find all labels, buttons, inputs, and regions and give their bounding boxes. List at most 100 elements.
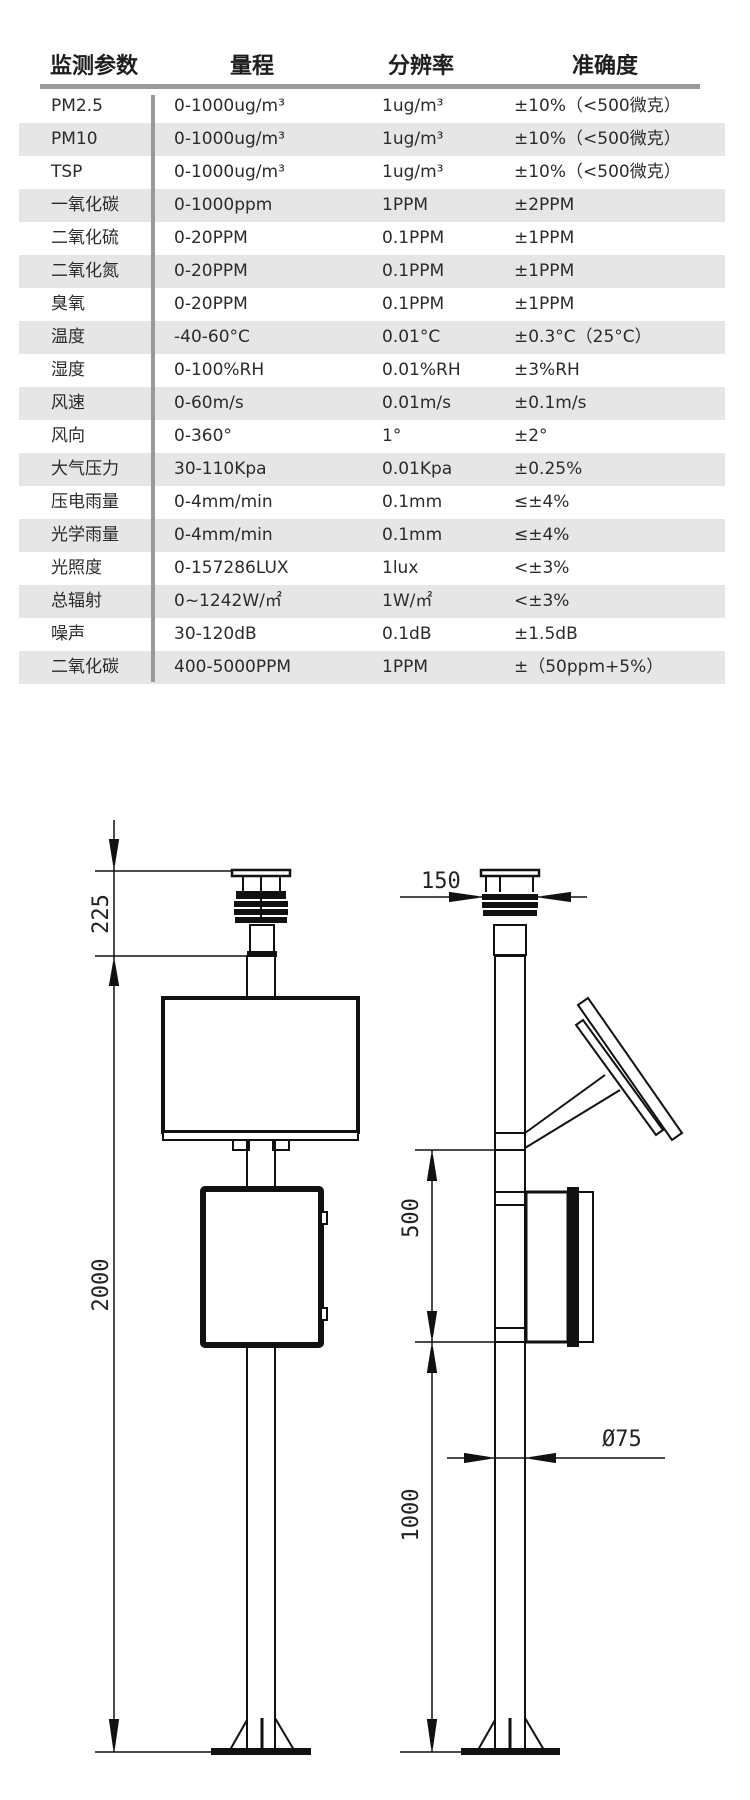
header-parameter: 监测参数 [50,54,139,79]
row-range: 0-1000ug/m³ [174,96,285,116]
row-resolution: 0.1PPM [382,294,445,314]
row-resolution: 1lux [382,558,419,578]
mount-bracket [494,1191,526,1206]
control-box-front [200,1186,324,1348]
arrow-icon [426,1154,438,1181]
arrow-icon [541,891,571,903]
header-resolution: 分辨率 [388,54,455,79]
row-parameter: TSP [51,162,83,182]
dim-label-150: 150 [421,869,461,894]
row-parameter: 湿度 [51,360,85,380]
row-range: 0-60m/s [174,393,244,413]
dim-label-225: 225 [89,894,114,934]
row-resolution: 0.01°C [382,327,441,347]
row-parameter: PM10 [51,129,98,149]
row-parameter: 风向 [51,426,85,446]
dim-label-2000: 2000 [89,1259,114,1312]
row-accuracy: ±2PPM [514,195,575,215]
row-resolution: 0.1mm [382,492,443,512]
row-resolution: 1° [382,426,402,446]
arrow-icon [464,1452,491,1464]
row-range: 0-20PPM [174,261,248,281]
dim-label-500: 500 [399,1198,424,1238]
row-range: 0-360° [174,426,232,446]
row-range: 0-1000ug/m³ [174,129,285,149]
row-accuracy: ±3%RH [514,360,580,380]
row-parameter: 臭氧 [51,294,85,314]
hinge-icon [320,1211,328,1225]
arrow-icon [426,1719,438,1749]
row-accuracy: ±0.25% [514,459,583,479]
row-range: 0-1000ppm [174,195,273,215]
row-range: 0-4mm/min [174,525,273,545]
row-accuracy: ±2° [514,426,548,446]
table-row: 二氧化氮 0-20PPM 0.1PPM ±1PPM [19,255,725,288]
row-range: 30-110Kpa [174,459,267,479]
row-parameter: 总辐射 [51,591,102,611]
table-row: 风向 0-360° 1° ±2° [19,420,725,453]
row-parameter: 二氧化氮 [51,261,119,281]
header-range: 量程 [230,54,275,79]
row-accuracy: <±3% [514,558,570,578]
table-row: 臭氧 0-20PPM 0.1PPM ±1PPM [19,288,725,321]
row-accuracy: ±10%（<500微克） [514,162,681,182]
arrow-icon [426,1311,438,1338]
row-accuracy: ±1PPM [514,294,575,314]
row-range: 0-157286LUX [174,558,289,578]
row-parameter: 噪声 [51,624,85,644]
row-resolution: 0.1PPM [382,228,445,248]
arrow-icon [108,1719,120,1749]
row-parameter: 大气压力 [51,459,119,479]
row-parameter: 二氧化碳 [51,657,119,677]
row-parameter: 温度 [51,327,85,347]
arrow-icon [108,839,120,866]
mount-bracket [232,1139,290,1151]
row-resolution: 0.1PPM [382,261,445,281]
mount-bracket [494,1327,526,1343]
row-range: 0-1000ug/m³ [174,162,285,182]
control-box-side [524,1187,594,1347]
table-header: 监测参数 量程 分辨率 准确度 [0,48,750,82]
row-resolution: 1W/㎡ [382,591,433,611]
dim-label-1000: 1000 [399,1489,424,1542]
table-row: TSP 0-1000ug/m³ 1ug/m³ ±10%（<500微克） [19,156,725,189]
row-parameter: 二氧化硫 [51,228,119,248]
row-resolution: 0.1dB [382,624,432,644]
row-parameter: 压电雨量 [51,492,119,512]
row-resolution: 1PPM [382,195,428,215]
row-accuracy: ±10%（<500微克） [514,129,681,149]
pole-base [211,1717,311,1755]
weather-sensor [479,868,541,956]
row-resolution: 0.01m/s [382,393,451,413]
row-resolution: 1ug/m³ [382,129,444,149]
side-view: 150 500 1000 Ø75 [399,868,684,1755]
column-divider [151,95,155,682]
row-resolution: 1ug/m³ [382,96,444,116]
row-range: 0-20PPM [174,294,248,314]
row-parameter: 一氧化碳 [51,195,119,215]
row-accuracy: ±（50ppm+5%） [514,657,664,677]
row-accuracy: ±1PPM [514,261,575,281]
arrow-icon [108,961,120,986]
row-resolution: 1ug/m³ [382,162,444,182]
row-accuracy: <±3% [514,591,570,611]
row-accuracy: ±1PPM [514,228,575,248]
dim-label-diameter: Ø75 [602,1427,642,1452]
mount-bracket [494,1132,526,1151]
row-resolution: 1PPM [382,657,428,677]
hinge-icon [320,1307,328,1321]
row-accuracy: ±10%（<500微克） [514,96,681,116]
row-parameter: 风速 [51,393,85,413]
weather-sensor [230,868,292,957]
row-range: 0-4mm/min [174,492,273,512]
